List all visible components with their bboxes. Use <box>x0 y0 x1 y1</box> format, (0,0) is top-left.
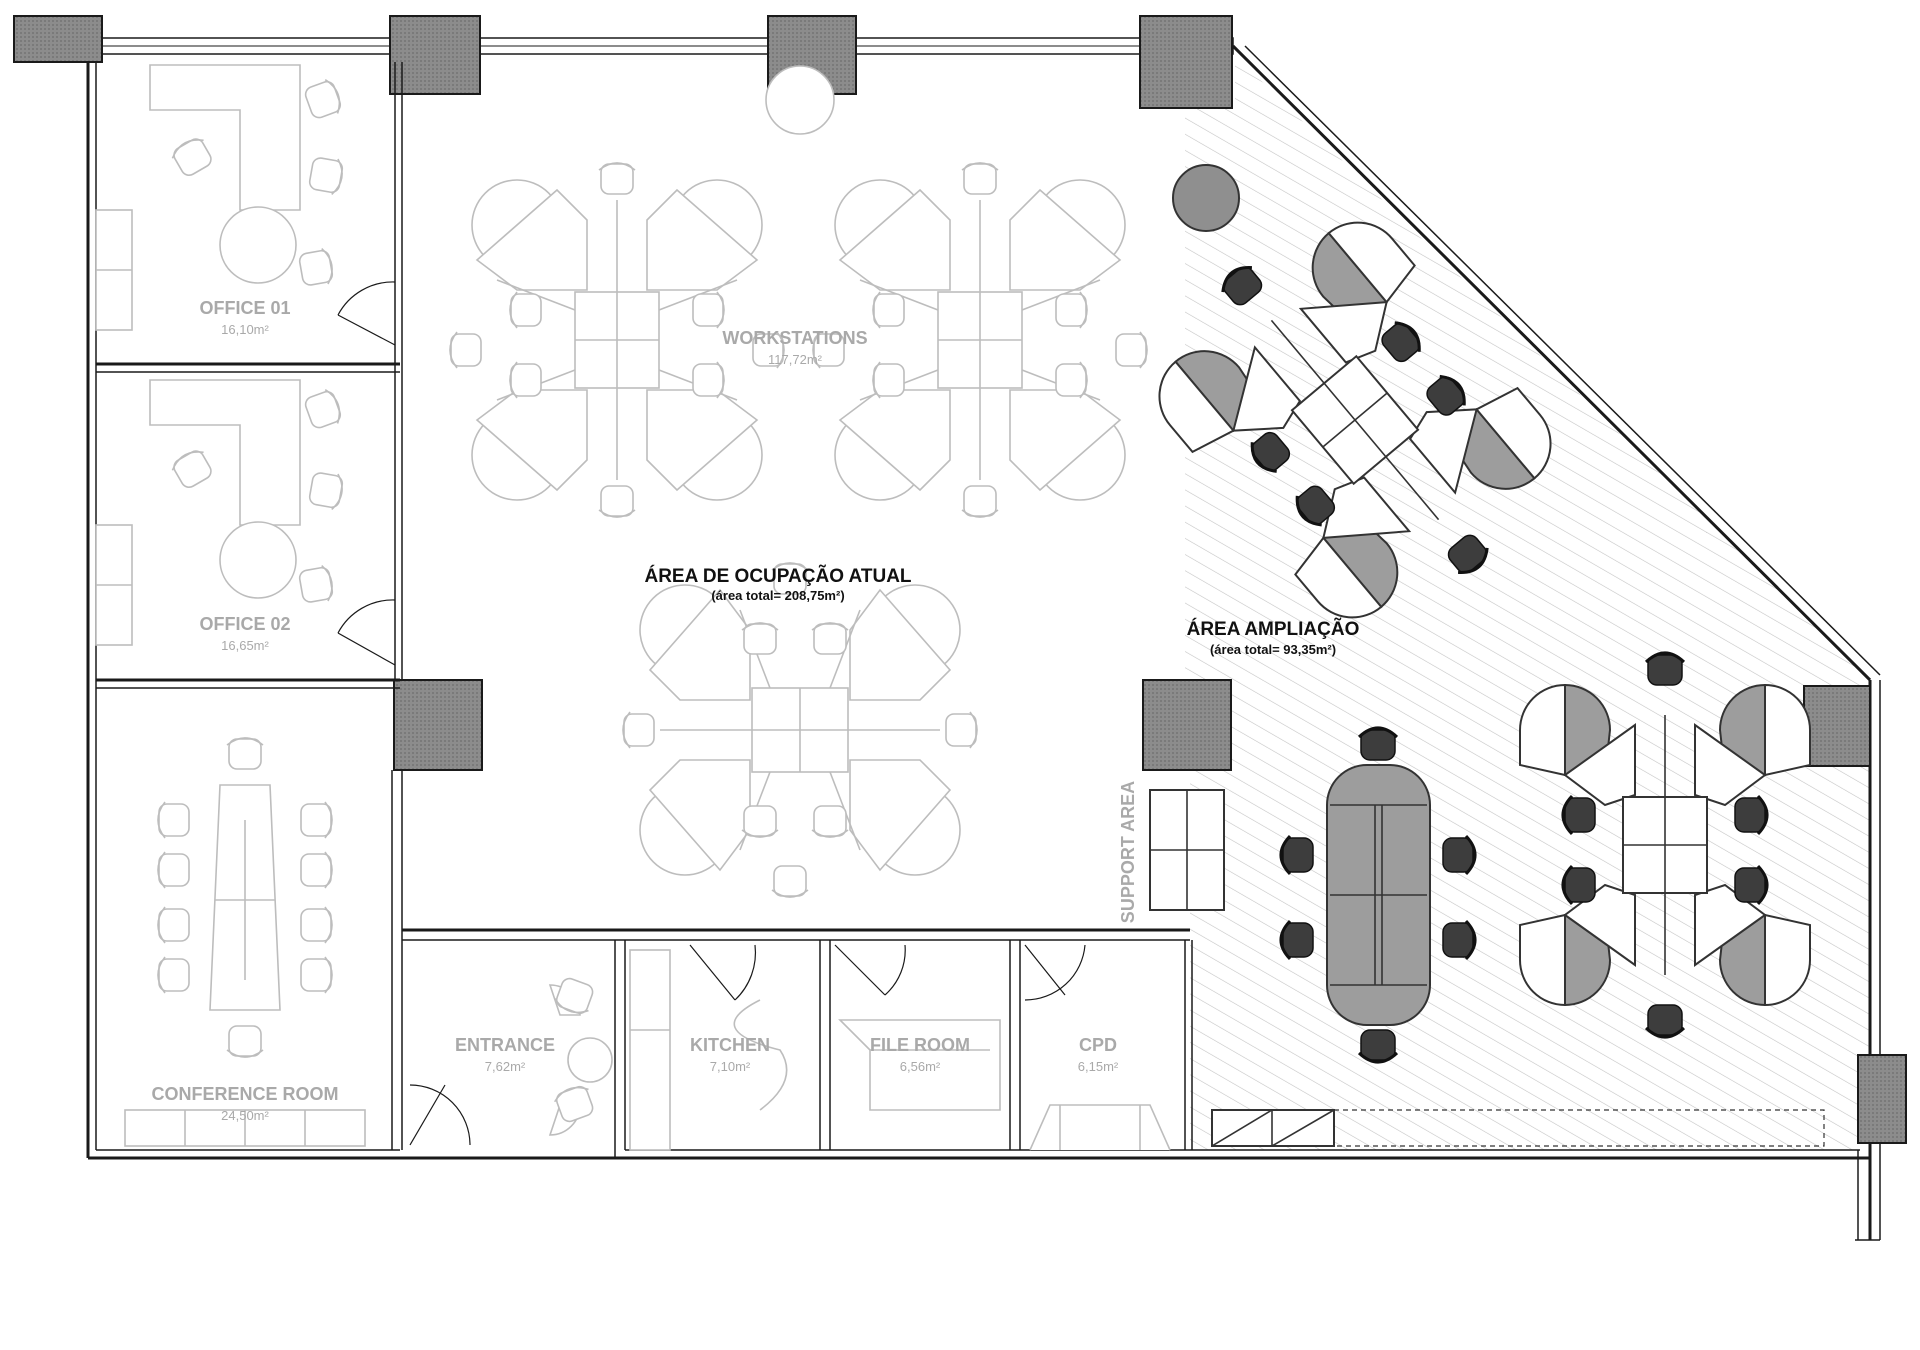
entrance-area: 7,62m² <box>485 1059 526 1074</box>
current-area-label: ÁREA DE OCUPAÇÃO ATUAL <box>644 565 911 587</box>
room-labels: OFFICE 01 16,10m² OFFICE 02 16,65m² CONF… <box>151 298 1138 1123</box>
workstations-label: WORKSTATIONS <box>722 328 867 348</box>
support-area-label: SUPPORT AREA <box>1118 781 1138 923</box>
expansion-storage <box>1211 1109 1825 1147</box>
entrance-label: ENTRANCE <box>455 1035 555 1055</box>
entrance-furniture <box>548 974 613 1136</box>
conference-furniture <box>124 737 366 1147</box>
office-01-area: 16,10m² <box>221 322 269 337</box>
support-area-cabinets <box>1149 789 1225 911</box>
expansion-area-total: (área total= 93,35m²) <box>1210 642 1336 657</box>
office-02-area: 16,65m² <box>221 638 269 653</box>
office-02-furniture <box>95 379 346 646</box>
current-area-total: (área total= 208,75m²) <box>711 588 844 603</box>
office-02-label: OFFICE 02 <box>199 614 290 634</box>
expansion-area-label: ÁREA AMPLIAÇÃO <box>1187 618 1360 640</box>
workstations-area: 117,72m² <box>768 352 823 367</box>
cpd-furniture <box>1029 1104 1171 1151</box>
kitchen-area: 7,10m² <box>710 1059 751 1074</box>
cpd-area: 6,15m² <box>1078 1059 1119 1074</box>
structural-columns <box>13 15 1907 1144</box>
conference-room-area: 24,50m² <box>221 1108 269 1123</box>
doors <box>337 281 1086 1146</box>
round-table <box>1172 164 1240 232</box>
kitchen-furniture <box>629 949 788 1151</box>
office-01-label: OFFICE 01 <box>199 298 290 318</box>
kitchen-label: KITCHEN <box>690 1035 770 1055</box>
file-room-area: 6,56m² <box>900 1059 941 1074</box>
file-room-furniture <box>838 1019 1001 1111</box>
zone-labels: ÁREA DE OCUPAÇÃO ATUAL (área total= 208,… <box>644 565 1359 657</box>
existing-workstations <box>450 65 1147 897</box>
new-meeting-table <box>1279 726 1477 1064</box>
conference-room-label: CONFERENCE ROOM <box>151 1084 338 1104</box>
file-room-label: FILE ROOM <box>870 1035 970 1055</box>
office-01-furniture <box>95 64 346 331</box>
cpd-label: CPD <box>1079 1035 1117 1055</box>
interior-walls <box>96 62 1860 1158</box>
